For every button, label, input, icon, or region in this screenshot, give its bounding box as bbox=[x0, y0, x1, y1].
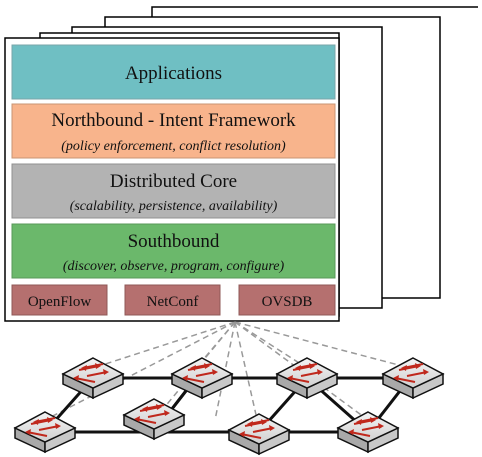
core-sublabel: (scalability, persistence, availability) bbox=[70, 199, 278, 214]
protocol-label: OVSDB bbox=[262, 294, 313, 310]
control-link bbox=[92, 321, 236, 369]
northbound-sublabel: (policy enforcement, conflict resolution… bbox=[61, 139, 286, 154]
layer-applications: Applications bbox=[11, 44, 336, 100]
protocol-label: OpenFlow bbox=[28, 294, 92, 310]
network-switch-icon bbox=[276, 357, 338, 399]
southbound-label: Southbound bbox=[128, 231, 220, 252]
applications-label: Applications bbox=[125, 63, 222, 84]
network-switch-icon bbox=[337, 411, 399, 453]
core-label: Distributed Core bbox=[110, 171, 237, 192]
protocol-openflow: OpenFlow bbox=[11, 284, 108, 316]
northbound-label: Northbound - Intent Framework bbox=[51, 110, 296, 131]
network-switch-icon bbox=[171, 357, 233, 399]
layer-northbound: Northbound - Intent Framework (policy en… bbox=[11, 103, 336, 159]
protocol-netconf: NetConf bbox=[124, 284, 221, 316]
control-link bbox=[234, 321, 260, 429]
switches bbox=[14, 357, 444, 455]
layer-southbound: Southbound (discover, observe, program, … bbox=[11, 223, 336, 279]
control-link bbox=[234, 321, 308, 369]
control-link bbox=[44, 321, 236, 421]
protocol-label: NetConf bbox=[147, 294, 199, 310]
southbound-sublabel: (discover, observe, program, configure) bbox=[63, 259, 285, 274]
layer-distributed-core: Distributed Core (scalability, persisten… bbox=[11, 163, 336, 219]
network-switch-icon bbox=[228, 413, 290, 455]
network-switch-icon bbox=[62, 357, 124, 399]
control-link bbox=[234, 321, 411, 369]
network-switch-icon bbox=[14, 411, 76, 453]
protocol-ovsdb: OVSDB bbox=[238, 284, 336, 316]
